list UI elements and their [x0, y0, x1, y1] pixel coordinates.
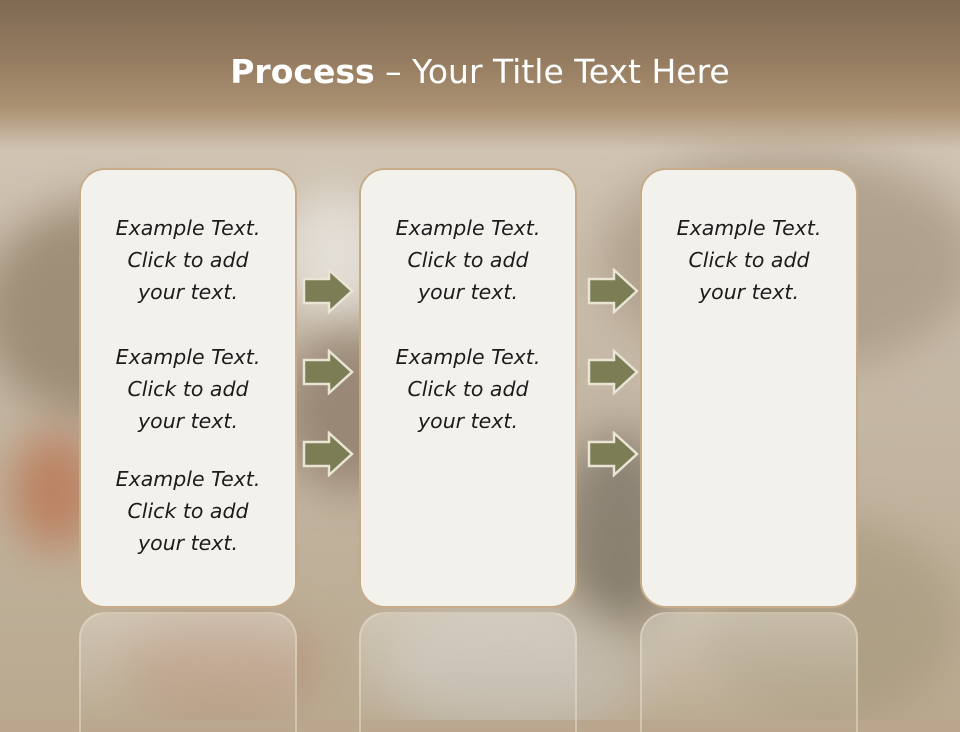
panel-1-reflection: [79, 612, 297, 732]
right-arrow-icon: [302, 268, 354, 314]
right-arrow-icon: [587, 431, 639, 477]
panel-1-text-2[interactable]: Example Text. Click to add your text.: [115, 345, 261, 433]
panel-3-reflection: [640, 612, 858, 732]
right-arrow-icon: [587, 268, 639, 314]
panel-2-text-1[interactable]: Example Text. Click to add your text.: [395, 216, 541, 304]
panel-1-text-1[interactable]: Example Text. Click to add your text.: [115, 216, 261, 304]
title-band: [0, 0, 960, 150]
right-arrow-icon: [302, 431, 354, 477]
process-panel-2[interactable]: Example Text. Click to add your text. Ex…: [359, 168, 577, 608]
panel-2-reflection: [359, 612, 577, 732]
slide-title[interactable]: Process – Your Title Text Here: [0, 52, 960, 91]
panel-2-text-2[interactable]: Example Text. Click to add your text.: [395, 345, 541, 433]
process-panel-3[interactable]: Example Text. Click to add your text.: [640, 168, 858, 608]
title-rest: – Your Title Text Here: [374, 52, 730, 91]
panel-3-text-1[interactable]: Example Text. Click to add your text.: [676, 216, 822, 304]
right-arrow-icon: [587, 349, 639, 395]
panel-1-text-3[interactable]: Example Text. Click to add your text.: [115, 467, 261, 555]
right-arrow-icon: [302, 349, 354, 395]
process-panel-1[interactable]: Example Text. Click to add your text. Ex…: [79, 168, 297, 608]
title-bold: Process: [230, 52, 375, 91]
